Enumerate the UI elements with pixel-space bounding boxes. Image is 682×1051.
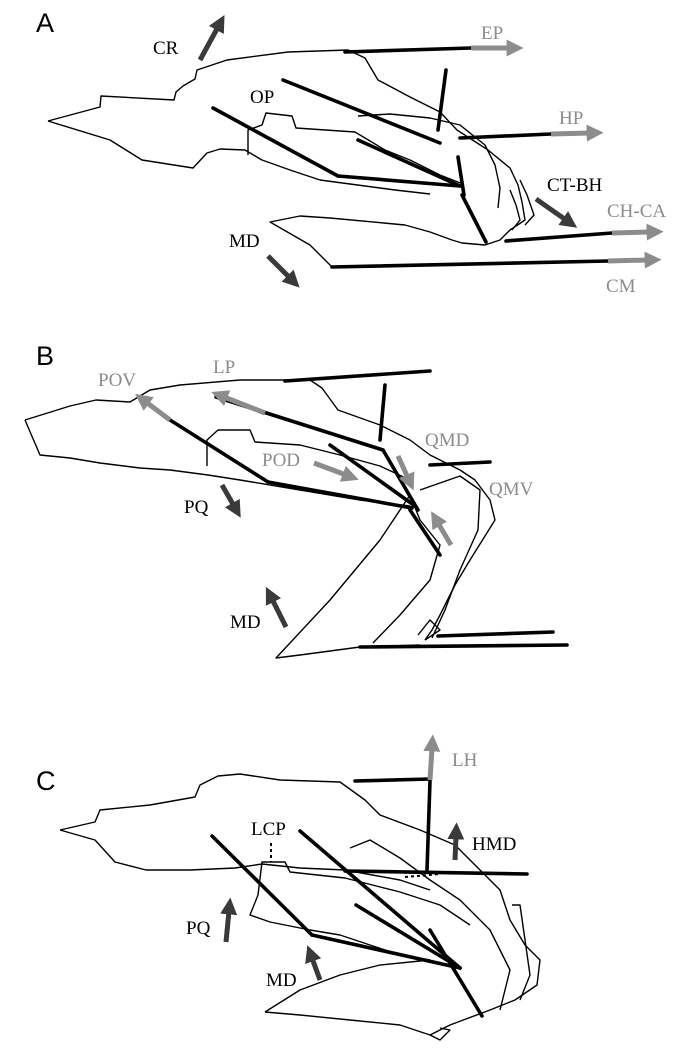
label-pq-c: PQ xyxy=(186,918,211,939)
label-ctbh: CT-BH xyxy=(547,175,603,196)
arrow-pq-b xyxy=(222,485,234,506)
label-op: OP xyxy=(250,87,274,108)
label-md-c: MD xyxy=(266,970,297,991)
muscle-lines-c xyxy=(212,779,527,1016)
muscle-lines-b xyxy=(170,371,567,647)
label-hmd: HMD xyxy=(472,834,516,855)
label-pod: POD xyxy=(262,450,300,471)
arrow-ctbh xyxy=(536,199,566,220)
label-md-b: MD xyxy=(230,612,261,633)
arrow-md-c xyxy=(312,958,320,980)
label-lh: LH xyxy=(452,750,478,771)
skull-outline-c xyxy=(60,774,540,1040)
label-qmd: QMD xyxy=(425,430,469,451)
arrow-cr xyxy=(200,27,218,60)
panel-b: B xyxy=(25,341,567,658)
label-chca: CH-CA xyxy=(607,201,666,222)
label-lcp: LCP xyxy=(251,819,286,840)
label-qmv: QMV xyxy=(489,479,534,500)
panel-c: C xyxy=(36,748,540,1040)
label-cm: CM xyxy=(606,276,636,297)
arrow-md-a xyxy=(268,256,290,278)
arrow-pov xyxy=(146,402,170,420)
arrow-lh xyxy=(430,748,432,780)
arrow-md-b xyxy=(272,599,286,627)
label-pq-b: PQ xyxy=(184,497,209,518)
panel-letter-b: B xyxy=(36,341,54,371)
arrow-cm xyxy=(608,260,648,261)
arrows-a xyxy=(200,27,650,278)
panel-letter-c: C xyxy=(36,766,56,796)
arrow-chca xyxy=(612,232,650,233)
arrow-qmv xyxy=(438,523,451,545)
panel-a: A xyxy=(36,8,666,297)
arrow-lp xyxy=(224,397,265,413)
labels-b: POV LP POD QMD QMV PQ MD xyxy=(98,357,534,633)
label-ep: EP xyxy=(481,23,503,44)
arrow-hp xyxy=(551,133,590,134)
panel-letter-a: A xyxy=(36,8,54,38)
arrow-pod xyxy=(314,463,346,475)
muscle-lines-a xyxy=(213,48,612,267)
label-md-a: MD xyxy=(229,231,260,252)
arrow-hmd xyxy=(455,836,456,860)
label-lp: LP xyxy=(213,357,235,378)
label-pov: POV xyxy=(98,370,136,391)
label-cr: CR xyxy=(153,38,179,59)
arrow-pq-c xyxy=(226,911,229,942)
label-hp: HP xyxy=(559,108,583,129)
